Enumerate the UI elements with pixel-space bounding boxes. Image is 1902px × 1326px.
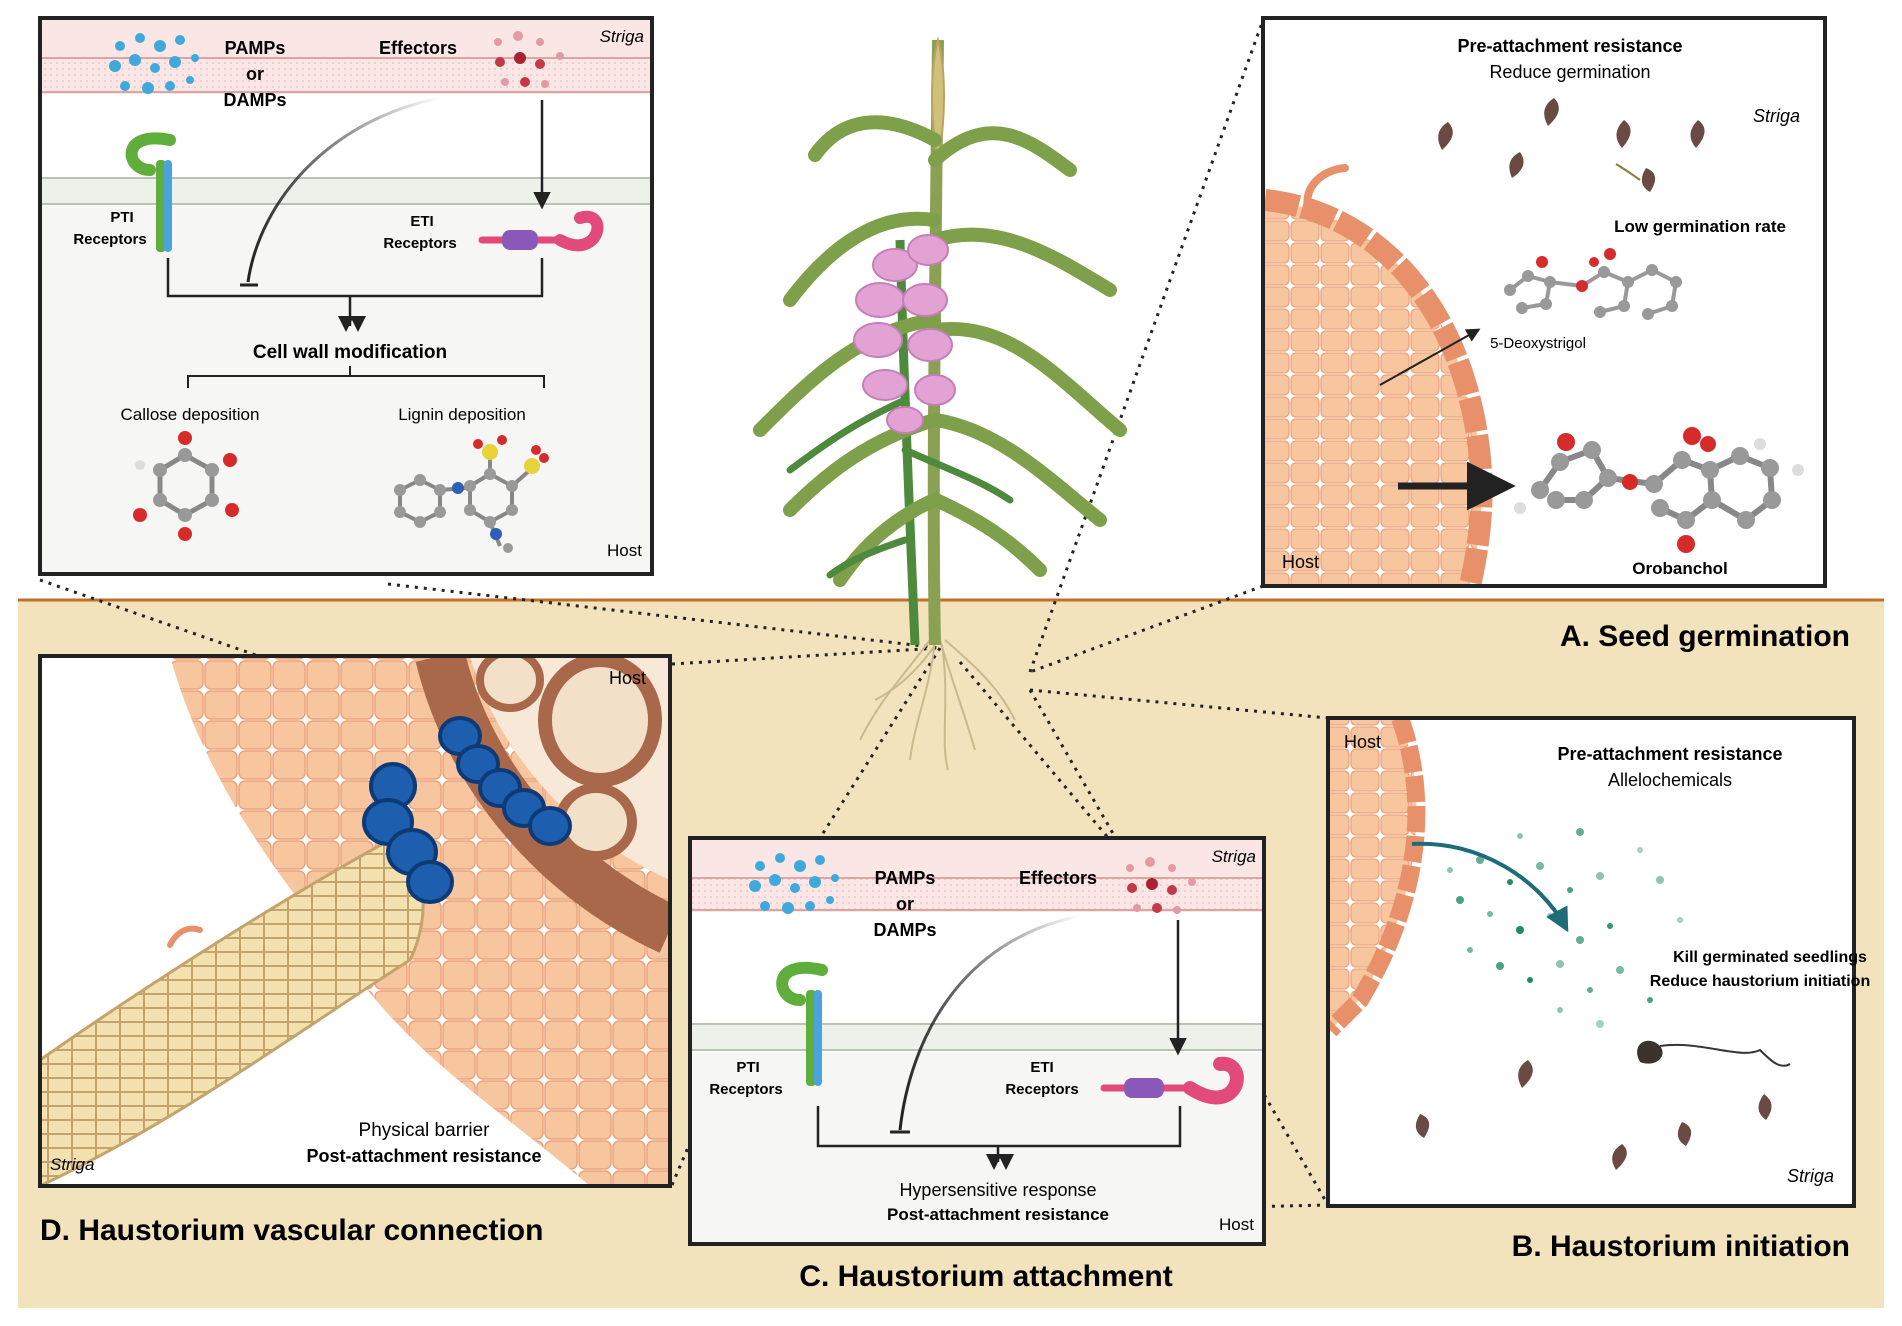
stage-label-d: D. Haustorium vascular connection <box>40 1214 543 1247</box>
c-eti-label-2: Receptors <box>1005 1081 1078 1098</box>
pti-label-1: PTI <box>110 209 133 226</box>
panel-a-host: Host <box>1282 552 1319 572</box>
stage-label-a: A. Seed germination <box>1560 620 1850 653</box>
eti-receptor-icon <box>478 210 604 252</box>
pti-label-2: Receptors <box>73 231 146 248</box>
c-pamps-label-3: DAMPs <box>873 920 936 940</box>
c-pti-label-1: PTI <box>736 1059 759 1076</box>
lignin-molecule-icon <box>394 435 549 553</box>
physical-barrier-cells <box>362 716 572 904</box>
pamps-label-2: or <box>246 64 264 84</box>
orobanchol-molecule-icon <box>1514 427 1804 553</box>
panel-b-striga: Striga <box>1787 1166 1834 1186</box>
c-pamps-label-2: or <box>896 894 914 914</box>
panel-a-subtitle: Reduce germination <box>1489 62 1650 82</box>
pamp-molecules <box>109 33 199 94</box>
lignin-label: Lignin deposition <box>398 405 526 424</box>
c-eti-label-1: ETI <box>1030 1059 1053 1076</box>
panel-b-title: Pre-attachment resistance <box>1557 744 1782 764</box>
callose-label: Callose deposition <box>121 405 260 424</box>
panel-b: Host Pre-attachment resistance Alleloche… <box>1326 716 1870 1208</box>
panel-a-title: Pre-attachment resistance <box>1457 36 1682 56</box>
b-striga-seeds <box>1415 1060 1772 1170</box>
pamps-label-1: PAMPs <box>225 38 286 58</box>
panel-b-effect-2: Reduce haustorium initiation <box>1650 973 1870 990</box>
c-striga-label: Striga <box>1212 847 1256 866</box>
stage-label-c: C. Haustorium attachment <box>799 1260 1172 1293</box>
panel-d-host: Host <box>609 668 646 688</box>
panel-a-compound1: 5-Deoxystrigol <box>1490 335 1586 352</box>
c-eti-receptor-icon <box>1100 1056 1244 1105</box>
panel-d: Host Physical barrier Post-attachment re… <box>38 654 672 1188</box>
panel-d-barrier-2: Post-attachment resistance <box>306 1146 541 1166</box>
panel-top-left: PAMPs or DAMPs Effectors Striga PTI Rece… <box>38 16 654 576</box>
eti-label-2: Receptors <box>383 235 456 252</box>
stage-label-b: B. Haustorium initiation <box>1512 1230 1850 1263</box>
c-pamps-label-1: PAMPs <box>875 868 936 888</box>
panel-c: PAMPs or DAMPs Effectors Striga PTI Rece… <box>688 836 1266 1246</box>
callose-molecule-icon <box>133 431 239 541</box>
panel-d-barrier-1: Physical barrier <box>359 1120 491 1141</box>
striga-seeds <box>1438 98 1705 192</box>
deoxystrigol-molecule-icon <box>1504 248 1682 320</box>
panel-a: Pre-attachment resistance Reduce germina… <box>1261 16 1827 588</box>
c-host-label: Host <box>1219 1215 1254 1234</box>
c-pti-receptor-icon <box>776 961 828 1086</box>
eti-label-1: ETI <box>410 213 433 230</box>
panel-b-host: Host <box>1344 732 1381 752</box>
effector-molecules <box>494 31 564 88</box>
outcome-label: Cell wall modification <box>253 342 447 363</box>
panel-a-striga: Striga <box>1753 106 1800 126</box>
effector-molecules-c <box>1126 857 1196 914</box>
pamp-molecules-c <box>749 853 839 914</box>
c-pti-label-2: Receptors <box>709 1081 782 1098</box>
panel-d-striga: Striga <box>50 1155 94 1174</box>
pamps-label-3: DAMPs <box>223 90 286 110</box>
striga-label: Striga <box>600 27 644 46</box>
c-effectors-label: Effectors <box>1019 868 1097 888</box>
effectors-label: Effectors <box>379 38 457 58</box>
panel-a-low-rate: Low germination rate <box>1614 217 1786 236</box>
c-outcome-2: Post-attachment resistance <box>887 1205 1109 1224</box>
panel-a-compound2: Orobanchol <box>1632 559 1727 578</box>
host-plant <box>753 36 1127 771</box>
flower-cluster <box>853 234 956 434</box>
panel-b-subtitle: Allelochemicals <box>1608 770 1732 790</box>
host-label: Host <box>607 541 642 560</box>
panel-b-effect-1: Kill germinated seedlings <box>1673 949 1867 966</box>
germinated-seedling-icon <box>1637 1040 1791 1067</box>
pti-receptor-icon <box>125 132 176 252</box>
c-outcome-1: Hypersensitive response <box>899 1180 1096 1200</box>
